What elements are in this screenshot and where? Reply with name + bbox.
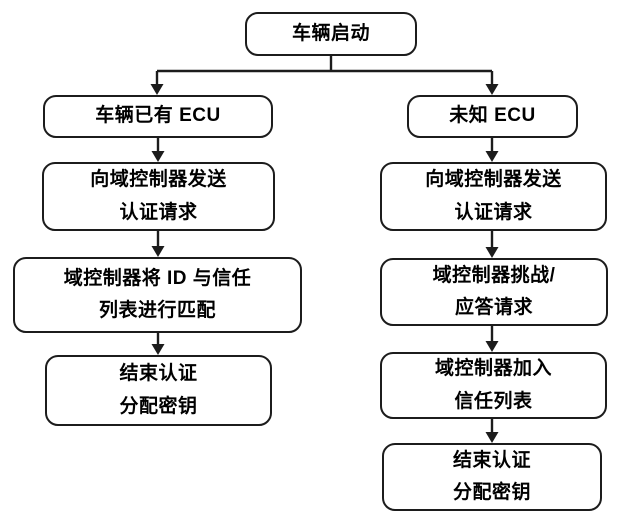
flow-node-challenge-response-request: 域控制器挑战/ 应答请求 (380, 258, 608, 326)
flow-node-right-send-auth-request: 向域控制器发送 认证请求 (380, 162, 607, 231)
flow-node-vehicle-start: 车辆启动 (245, 12, 417, 56)
flow-node-unknown-ecu: 未知 ECU (407, 95, 578, 138)
edge-start-branch (150, 56, 499, 95)
flow-node-left-finish-auth-distribute-key: 结束认证 分配密钥 (45, 355, 272, 426)
flow-node-existing-ecu: 车辆已有 ECU (43, 95, 273, 138)
flow-node-right-finish-auth-distribute-key: 结束认证 分配密钥 (382, 443, 602, 511)
flow-node-add-to-trust-list: 域控制器加入 信任列表 (380, 352, 607, 419)
flow-node-match-id-trust-list: 域控制器将 ID 与信任 列表进行匹配 (13, 257, 302, 333)
flow-node-left-send-auth-request: 向域控制器发送 认证请求 (42, 162, 275, 231)
